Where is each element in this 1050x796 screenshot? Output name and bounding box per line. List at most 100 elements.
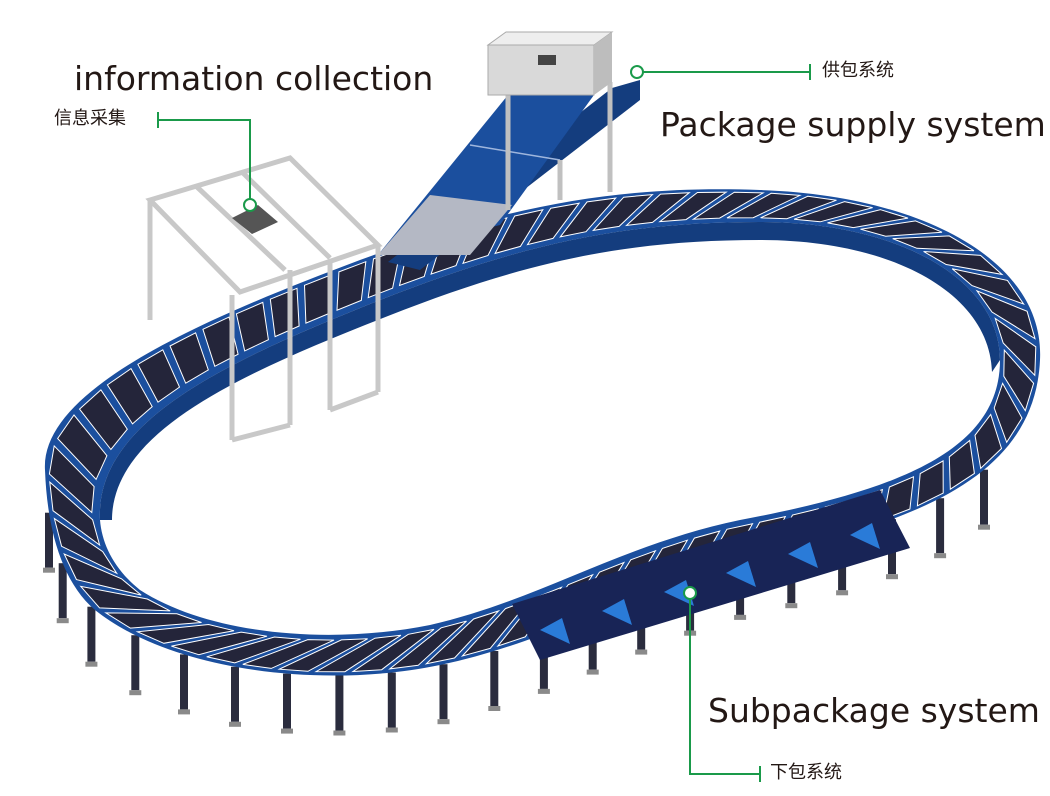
leg-foot xyxy=(385,727,398,733)
sorter-tray xyxy=(242,639,335,669)
sorter-tray xyxy=(951,268,1025,305)
sorter-tray xyxy=(424,609,501,665)
sorter-tray xyxy=(1003,348,1035,412)
sorter-tray xyxy=(591,193,654,232)
scan-frame-base-2 xyxy=(329,389,379,413)
support-leg xyxy=(539,633,548,689)
sorter-tray xyxy=(104,612,202,629)
sorter-tray xyxy=(923,251,1004,276)
leg-foot xyxy=(229,721,241,727)
leg-foot xyxy=(437,719,450,725)
sorter-tray xyxy=(137,349,181,403)
chute-fin xyxy=(664,580,694,606)
sorter-tray xyxy=(336,260,367,311)
sorter-tray xyxy=(993,382,1023,444)
sorter-tray xyxy=(78,389,128,451)
sorter-tray xyxy=(526,202,581,246)
chute-fin xyxy=(602,599,632,625)
sub-title-zh: 下包系统 xyxy=(770,762,842,783)
support-leg xyxy=(283,673,291,729)
sorter-tray xyxy=(169,332,209,384)
sorter-tray xyxy=(48,444,95,514)
chute-panel-surface xyxy=(512,490,910,660)
sorter-tray xyxy=(49,480,101,547)
sorter-tray xyxy=(827,209,909,229)
sorter-tray xyxy=(388,620,467,670)
sorter-tray xyxy=(916,460,944,507)
scan-frame xyxy=(145,155,383,443)
info-leader xyxy=(158,119,251,205)
sorter-tray xyxy=(351,628,435,673)
chute-fin xyxy=(726,561,756,587)
info-title: information collection xyxy=(74,59,434,98)
supply-hood-front xyxy=(487,44,595,96)
sorter-tray xyxy=(314,634,402,673)
support-leg xyxy=(439,664,448,720)
supply-hood-scanner xyxy=(538,55,556,65)
scan-frame-bar-2 xyxy=(240,170,332,260)
sorter-tray xyxy=(974,413,1003,470)
sub-leader xyxy=(689,593,760,775)
sorter-tray xyxy=(860,220,943,237)
sorter-tray xyxy=(975,289,1036,340)
leg-foot xyxy=(281,728,293,734)
support-leg xyxy=(936,498,945,554)
leg-foot xyxy=(129,690,142,696)
support-leg xyxy=(490,651,499,706)
sorter-tray xyxy=(559,197,617,238)
chute-panel xyxy=(512,490,910,660)
support-leg xyxy=(980,469,988,525)
supply-title: Package supply system xyxy=(660,105,1046,144)
sorter-tray xyxy=(994,317,1037,377)
leg-foot xyxy=(43,567,55,573)
leg-foot xyxy=(734,614,747,620)
scan-camera xyxy=(232,205,278,234)
supply-hood-top xyxy=(486,31,614,46)
sorter-tray xyxy=(235,301,269,352)
sorter-tray xyxy=(793,201,873,223)
sorter-tray xyxy=(277,638,368,672)
sub-marker xyxy=(683,586,697,600)
sorter-tray xyxy=(726,192,802,219)
info-title-zh: 信息采集 xyxy=(54,108,126,129)
sorter-tray xyxy=(625,192,691,227)
sorter-tray xyxy=(53,517,119,575)
sub-title: Subpackage system xyxy=(708,691,1040,730)
leg-foot xyxy=(635,649,648,655)
supply-hood-side xyxy=(594,32,612,95)
leg-foot xyxy=(85,661,98,667)
induction-rollers xyxy=(378,195,512,255)
leg-foot xyxy=(537,688,550,694)
sorter-tray xyxy=(202,316,239,368)
sorter-tray xyxy=(948,439,975,491)
chute-fin xyxy=(850,523,880,549)
sorter-tray xyxy=(171,631,268,656)
support-leg xyxy=(231,666,239,722)
sorter-tray xyxy=(892,235,975,252)
leg-foot xyxy=(785,603,798,609)
sorter-tray xyxy=(106,367,153,425)
support-leg xyxy=(45,512,53,568)
belt-inner-wall xyxy=(99,222,1000,520)
sorter-tray xyxy=(760,195,837,220)
sorter-tray xyxy=(56,414,108,481)
sorter-tray xyxy=(691,191,765,220)
leg-foot xyxy=(586,669,599,675)
leg-foot xyxy=(886,574,898,580)
scan-frame-base-1 xyxy=(231,422,291,443)
supply-marker xyxy=(630,65,644,79)
sorter-tray xyxy=(63,553,142,596)
support-leg xyxy=(387,672,396,728)
sorter-tray xyxy=(494,209,544,255)
chute-fin xyxy=(788,542,818,568)
support-leg xyxy=(87,606,96,662)
induction-conveyor xyxy=(378,31,640,270)
chute-fins xyxy=(540,523,880,644)
sorter-tray xyxy=(460,598,532,657)
sorter-tray xyxy=(206,636,301,664)
supply-title-zh: 供包系统 xyxy=(822,60,894,81)
support-leg xyxy=(335,675,344,731)
chute-fin xyxy=(540,618,570,644)
leg-foot xyxy=(178,709,190,715)
